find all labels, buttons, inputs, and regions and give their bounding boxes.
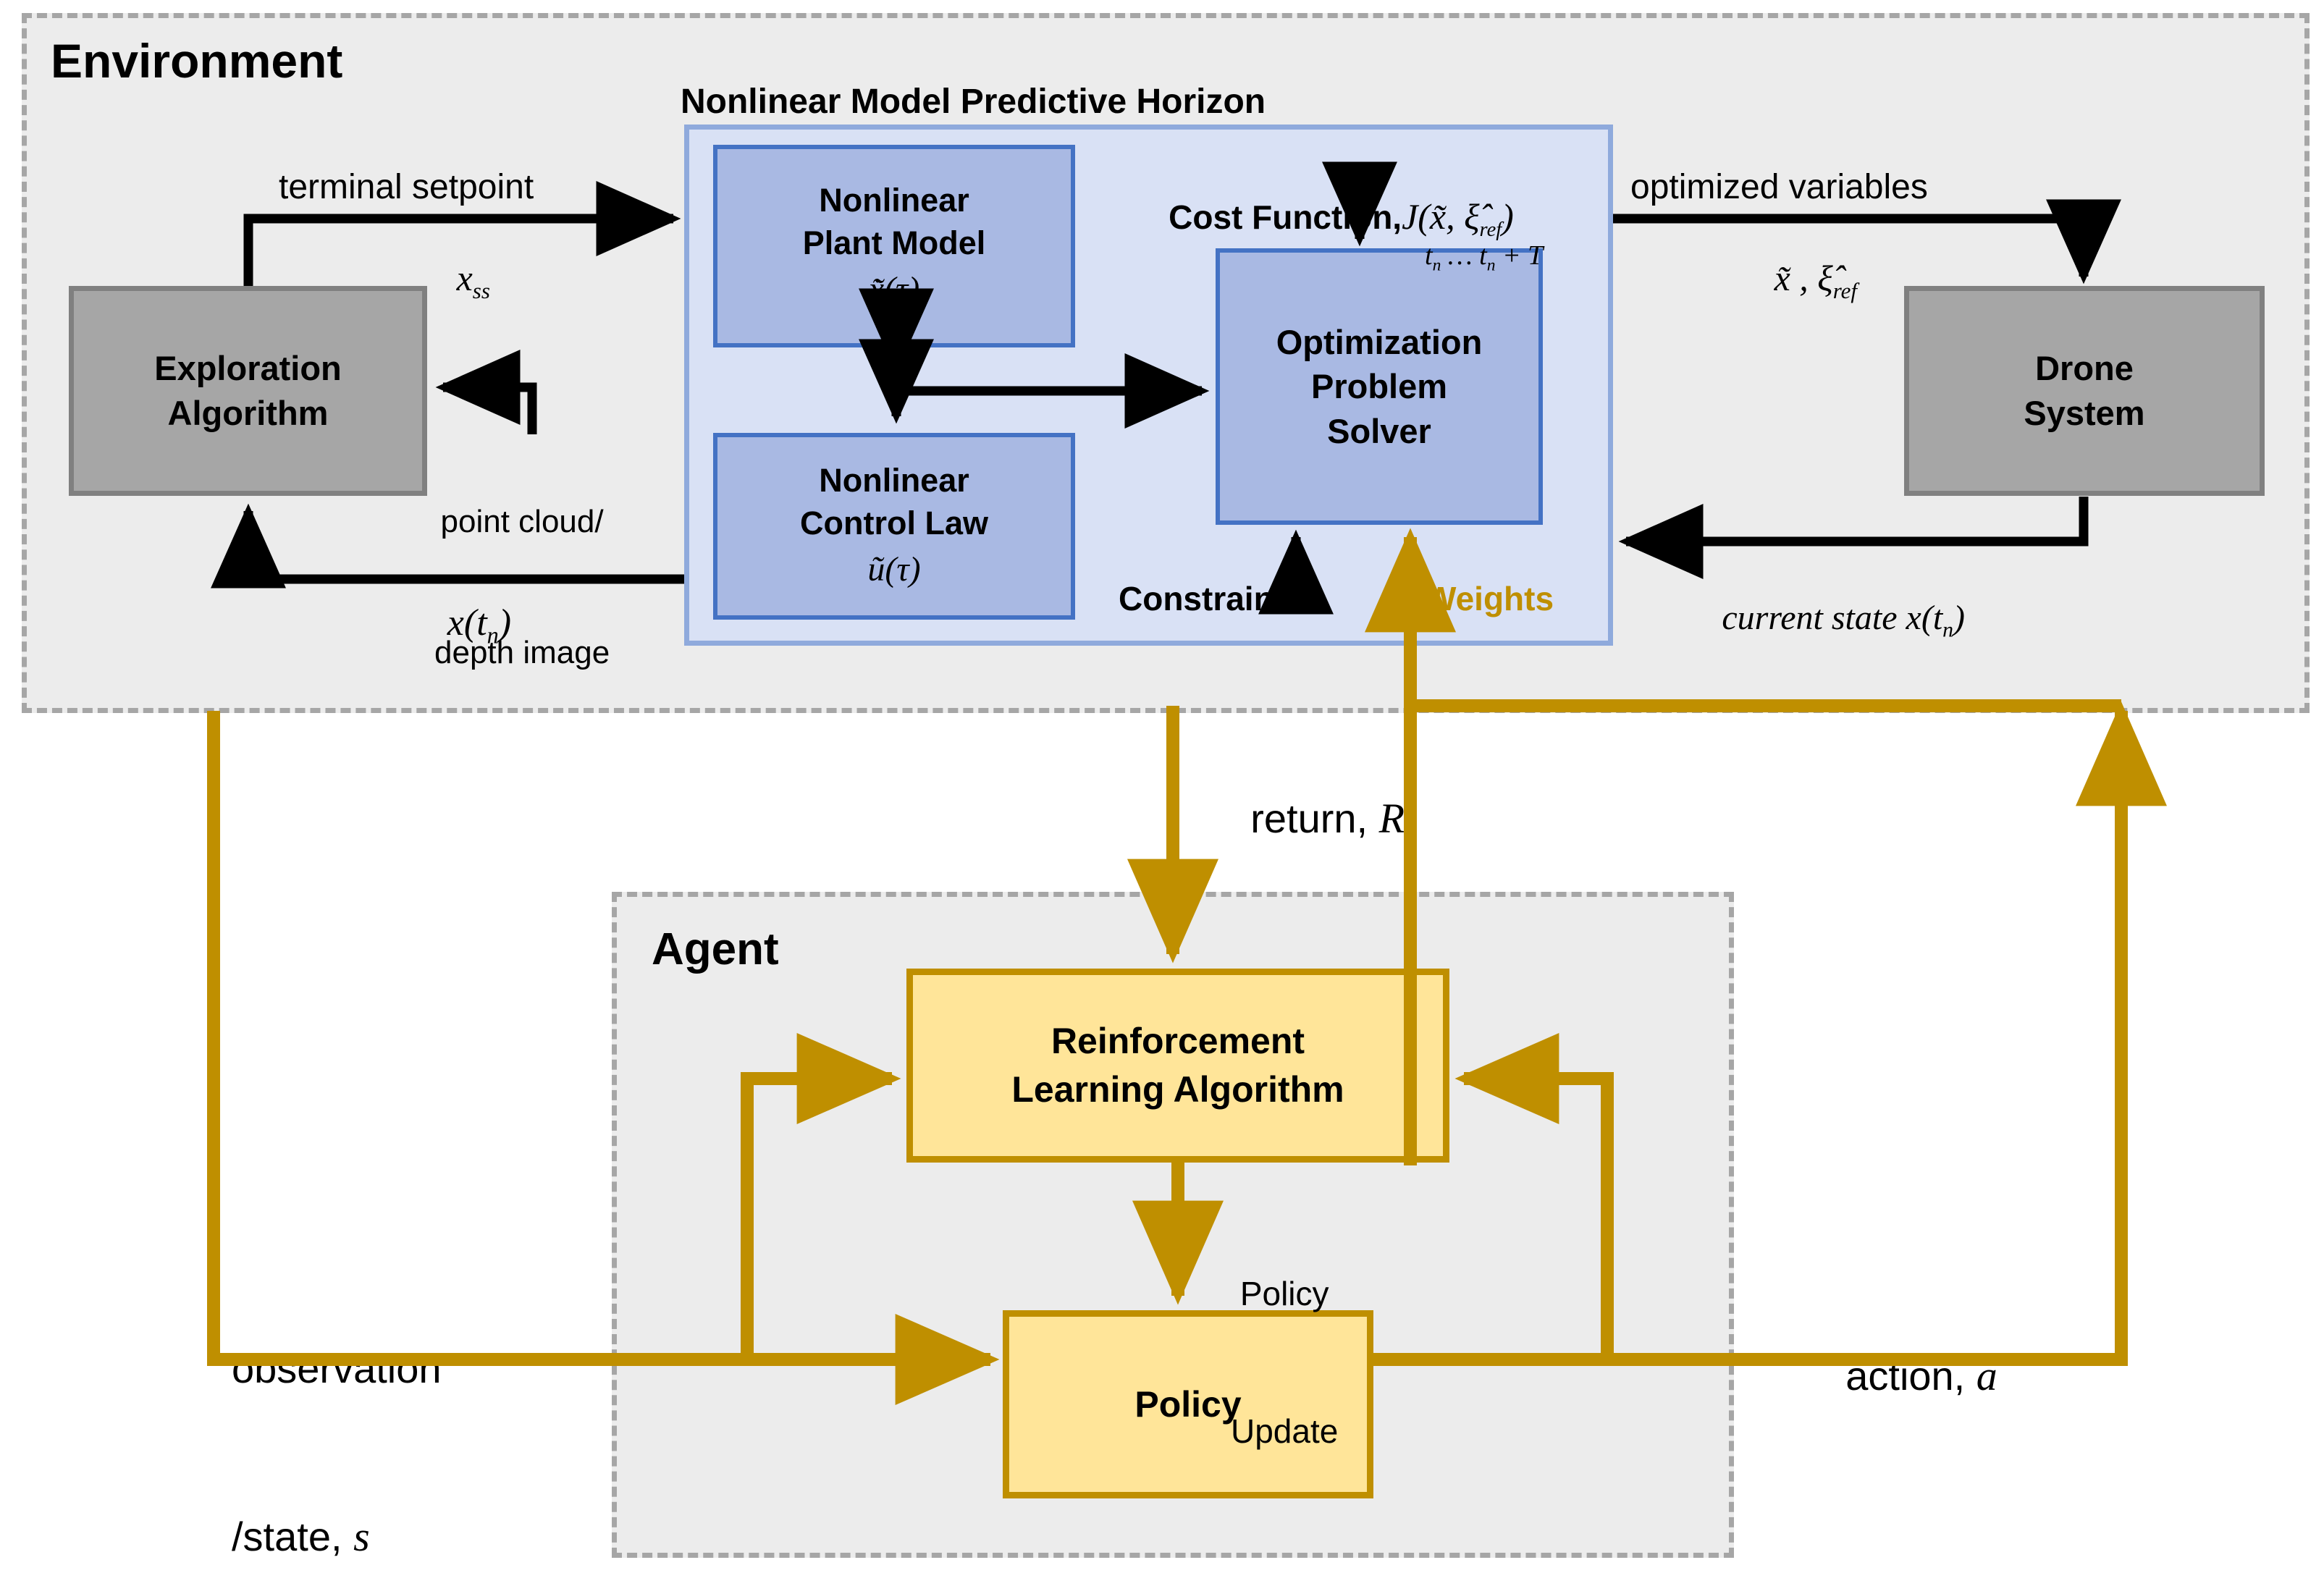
action-text: action,: [1845, 1352, 1976, 1399]
drone-line2: System: [2024, 394, 2145, 432]
weights-label: Weights: [1425, 580, 1554, 617]
x-tn-label-left: x(tn): [405, 550, 511, 699]
policy-label: Policy: [1134, 1383, 1242, 1425]
cost-function-math-sub: ref: [1479, 219, 1502, 242]
x-ss-symbol: x: [456, 258, 473, 298]
horizon-range-label: tn … tn + T: [1397, 203, 1543, 311]
x-tn-left-symbol: x(t: [447, 602, 487, 644]
policy-update-line1: Policy: [1239, 1274, 1329, 1312]
current-state-close: ): [1953, 599, 1966, 638]
control-law-line2: Control Law: [800, 504, 988, 541]
observation-line1: observation: [232, 1346, 442, 1392]
cost-function-math: J(x̃, ξ̂: [1402, 195, 1480, 237]
horizon-t1-sub: n: [1432, 256, 1441, 275]
observation-line2: /state, s: [232, 1510, 442, 1564]
observation-label: observation /state, s: [232, 1239, 442, 1573]
horizon-t2-sub: n: [1486, 256, 1496, 275]
x-tn-left-close: ): [498, 602, 512, 644]
observation-symbol: s: [353, 1513, 370, 1561]
environment-title: Environment: [51, 34, 343, 88]
current-state-label: current state x(tn): [1683, 552, 1965, 689]
current-state-subscript: n: [1942, 618, 1954, 643]
point-cloud-line2: depth image: [434, 634, 610, 670]
plant-model-line2: Plant Model: [802, 224, 986, 261]
constraints-label: Constraints: [1119, 580, 1304, 617]
rl-algorithm-block[interactable]: Reinforcement Learning Algorithm: [906, 969, 1449, 1163]
nonlinear-control-law-block[interactable]: Nonlinear Control Law ũ(τ): [713, 433, 1075, 620]
observation-line2-text: /state,: [232, 1514, 354, 1560]
cost-function-text: Cost Function,: [1169, 198, 1402, 236]
return-text: return,: [1250, 795, 1379, 841]
optimized-math-subscript: ref: [1832, 278, 1857, 303]
exploration-algorithm-block[interactable]: Exploration Algorithm: [69, 286, 427, 496]
policy-update-line2: Update: [1231, 1412, 1339, 1451]
control-law-line1: Nonlinear: [819, 462, 969, 499]
horizon-t1: t: [1425, 240, 1433, 271]
agent-title: Agent: [652, 924, 779, 974]
exploration-line1: Exploration: [154, 348, 342, 387]
point-cloud-line1: point cloud/: [440, 503, 604, 539]
x-tn-left-subscript: n: [487, 621, 499, 648]
current-state-text: current state x(t: [1722, 599, 1943, 638]
cost-function-math-close: ): [1502, 195, 1514, 237]
x-ss-label: xss: [416, 208, 490, 352]
action-label: action, a: [1801, 1297, 1997, 1455]
exploration-line2: Algorithm: [167, 394, 329, 432]
optimization-problem-solver-block[interactable]: Optimization Problem Solver: [1216, 248, 1543, 525]
optimized-variables-math: x̃ , ξ̂ref: [1734, 208, 1857, 352]
nonlinear-plant-model-block[interactable]: Nonlinear Plant Model x̃̇(τ): [713, 145, 1075, 347]
plant-model-line1: Nonlinear: [819, 182, 969, 219]
drone-system-block[interactable]: Drone System: [1904, 286, 2265, 496]
solver-line2: Problem: [1310, 367, 1448, 406]
optimized-math-symbol: x̃ , ξ̂: [1774, 258, 1833, 298]
policy-update-label: Policy Update: [1231, 1187, 1338, 1538]
horizon-end: + T: [1495, 240, 1544, 271]
rl-line1: Reinforcement: [1051, 1021, 1305, 1061]
x-ss-subscript: ss: [472, 278, 490, 303]
solver-line3: Solver: [1327, 411, 1431, 450]
return-label: return, R: [1205, 740, 1405, 898]
drone-line1: Drone: [2035, 348, 2134, 387]
horizon-mid: … t: [1441, 240, 1487, 271]
terminal-setpoint-label: terminal setpoint: [279, 168, 534, 206]
action-symbol: a: [1976, 1351, 1997, 1399]
nmpc-horizon-title: Nonlinear Model Predictive Horizon: [681, 83, 1266, 121]
control-law-math: ũ(τ): [867, 550, 921, 589]
rl-line2: Learning Algorithm: [1011, 1069, 1344, 1110]
optimized-variables-label: optimized variables: [1630, 168, 1928, 206]
policy-block[interactable]: Policy: [1003, 1310, 1373, 1498]
solver-line1: Optimization: [1276, 323, 1483, 362]
return-symbol: R: [1378, 794, 1405, 842]
plant-model-math: x̃̇(τ): [868, 270, 920, 309]
